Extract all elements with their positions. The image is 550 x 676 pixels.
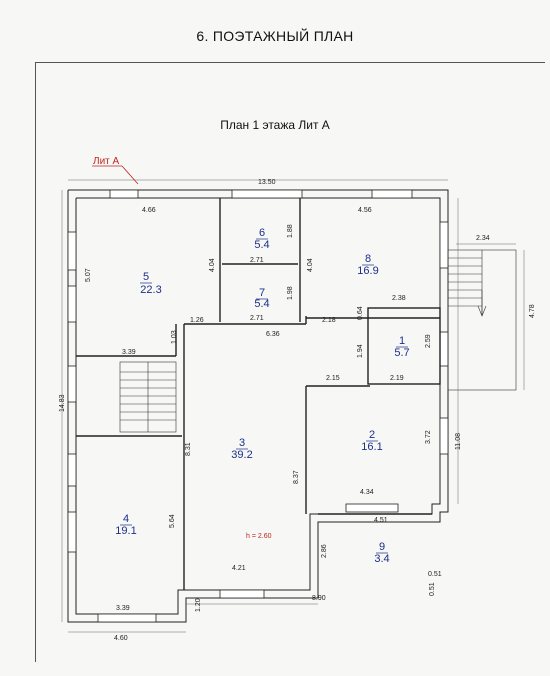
room-number: 2: [369, 429, 375, 441]
dim-r9-right-width: 0.51: [428, 571, 442, 578]
dim-r1-bottom: 2.19: [390, 375, 404, 382]
ceiling-height-note: h = 2.60: [246, 533, 272, 540]
dim-r5-height: 5.07: [85, 268, 92, 282]
dim-stair-height: 4.78: [529, 304, 536, 318]
room-area: 3.4: [374, 553, 389, 565]
room-area: 5.7: [394, 347, 409, 359]
windows: [67, 189, 449, 623]
dim-r9-top: 4.51: [374, 517, 388, 524]
room-1: 1 5.7: [394, 335, 409, 359]
sheet-frame-top: [35, 62, 545, 63]
room-3: 3 39.2: [231, 437, 252, 461]
room-number: 4: [123, 513, 129, 525]
dim-r3-left-small: 1.26: [190, 317, 204, 324]
dim-left-total: 14.83: [59, 394, 66, 412]
room-area: 16.9: [357, 265, 378, 277]
room-area: 16.1: [361, 441, 382, 453]
dim-small-vertical: 1.03: [171, 330, 178, 344]
room-9: 9 3.4: [374, 541, 389, 565]
dim-r3-top: 6.36: [266, 331, 280, 338]
dim-r1-left-height: 0.64: [357, 306, 364, 320]
room-2: 2 16.1: [361, 429, 382, 453]
dimension-lines: [61, 179, 525, 633]
dim-r1-top: 2.38: [392, 295, 406, 302]
dim-bottom-left: 4.60: [114, 635, 128, 642]
room-area: 5.4: [254, 239, 269, 251]
dim-r2-top: 2.15: [326, 375, 340, 382]
dim-r1-lower-height: 1.94: [357, 344, 364, 358]
interior-walls: [76, 198, 441, 590]
room-area: 19.1: [115, 525, 136, 537]
room-8: 8 16.9: [357, 253, 378, 277]
dim-right-total: 11.08: [455, 433, 462, 450]
exterior-stair: [447, 249, 517, 391]
room-number: 3: [239, 437, 245, 449]
floor-plan-subtitle: План 1 этажа Лит А: [220, 118, 330, 132]
dim-r3-left-height: 8.31: [185, 442, 192, 456]
dim-r6-height: 1.88: [287, 224, 294, 238]
room-number: 8: [365, 253, 371, 265]
dim-r9-left: 2.86: [321, 544, 328, 558]
dim-bottom-step: 1.20: [195, 598, 202, 612]
dim-stair-width: 2.34: [476, 235, 490, 242]
dim-r2-bottom: 4.34: [360, 489, 374, 496]
room-number: 7: [259, 287, 265, 299]
room-4: 4 19.1: [115, 513, 136, 537]
dim-r7-width: 2.71: [250, 315, 264, 322]
room-7: 7 5.4: [254, 287, 269, 310]
room-number: 1: [399, 335, 405, 347]
dim-r2-height: 3.72: [425, 430, 432, 444]
dim-stair-inner-width: 3.39: [122, 349, 136, 356]
room-number: 5: [143, 271, 149, 283]
dim-r5-top: 4.66: [142, 207, 156, 214]
room-number: 6: [259, 227, 265, 239]
dim-bottom-right: 8.90: [312, 595, 326, 602]
dim-r1-height: 2.59: [425, 334, 432, 348]
dim-r3-bottom: 4.21: [232, 565, 246, 572]
room-5: 5 22.3: [140, 271, 162, 296]
dim-r4-right-height: 5.64: [169, 514, 176, 528]
outer-walls: [67, 189, 449, 623]
room-area: 39.2: [231, 449, 252, 461]
dim-r3-right-small: 2.18: [322, 317, 336, 324]
lit-label: Лит А: [93, 156, 120, 167]
room-6: 6 5.4: [254, 227, 269, 251]
dim-r9-right-height: 0.51: [429, 582, 436, 596]
dim-top-total: 13.50: [258, 179, 276, 186]
room-area: 5.4: [254, 298, 269, 310]
sheet-frame-left: [35, 62, 36, 662]
dim-r6-width: 2.71: [250, 257, 264, 264]
dim-r7-height: 1.98: [287, 286, 294, 300]
dim-r8-top: 4.56: [358, 207, 372, 214]
dim-r6r7-height: 4.04: [209, 258, 216, 272]
room-number: 9: [379, 541, 385, 553]
room-area: 22.3: [140, 284, 161, 296]
interior-stair: [119, 361, 177, 433]
page-title: 6. ПОЭТАЖНЫЙ ПЛАН: [196, 28, 354, 44]
dim-r3-right-height: 8.37: [293, 470, 300, 484]
dim-r4-bottom: 3.39: [116, 605, 130, 612]
dim-r8-left-height: 4.04: [307, 258, 314, 272]
